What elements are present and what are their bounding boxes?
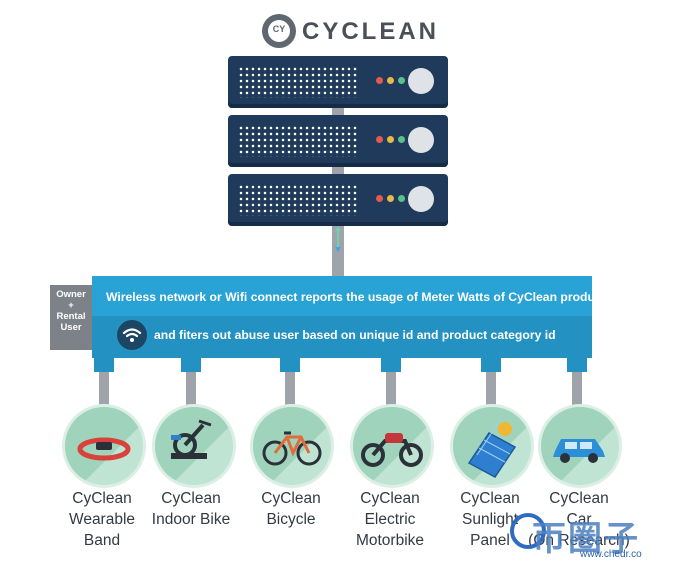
product-label-indoor-bike: CyClean Indoor Bike [136,488,246,530]
server-grille [238,66,358,98]
connector-6 [572,358,582,406]
label-line: CyClean [549,490,609,507]
product-label-solar-panel: CyClean Sunlight Panel [435,488,545,551]
connector-tab-6 [567,358,587,372]
product-circle-motorbike [350,404,434,488]
watermark-badge-icon [510,513,546,549]
server-grille [238,125,358,157]
rental-label: Rental [56,311,86,322]
connector-tab-1 [94,358,114,372]
product-circle-wearable [62,404,146,488]
server-unit-3 [228,174,448,226]
bidirectional-arrow-icon [335,226,341,252]
owner-label: Owner [56,289,86,300]
led-green-icon [398,195,405,202]
logo-mark-text: CY [272,24,286,34]
label-line: Electric [364,511,416,528]
car-icon [553,439,605,463]
label-line: Motorbike [355,532,425,549]
server-grille [238,184,358,216]
server-disk-icon [408,127,434,153]
logo-name: CYCLEAN [302,18,440,45]
connector-tab-5 [481,358,501,372]
label-line: Panel [470,532,510,549]
label-line: CyClean [72,490,132,507]
connector-tab-2 [181,358,201,372]
led-red-icon [376,136,383,143]
banner-text-line-1: Wireless network or Wifi connect reports… [106,290,616,304]
connector-1 [99,358,109,406]
cyclean-logo: CY CYCLEAN [262,14,436,50]
connector-3 [285,358,295,406]
server-unit-2 [228,115,448,167]
label-line: CyClean [161,490,221,507]
owner-rental-badge: Owner + Rental User [50,285,92,350]
plus-label: + [68,300,74,311]
network-banner-lower [92,316,592,358]
watermark-url: www.chedr.co [580,549,642,560]
motorbike-icon [361,433,423,467]
label-line: Sunlight [461,511,518,528]
product-label-car: CyClean Car (On Research) [524,488,634,551]
led-red-icon [376,195,383,202]
label-line: (On Research) [528,532,630,549]
led-yellow-icon [387,195,394,202]
label-line: Car [566,511,592,528]
label-line: Bicycle [266,511,316,528]
server-disk-icon [408,68,434,94]
label-line: CyClean [360,490,420,507]
connector-4 [386,358,396,406]
label-line: CyClean [261,490,321,507]
led-green-icon [398,136,405,143]
led-red-icon [376,77,383,84]
product-label-wearable: CyClean Wearable Band [47,488,157,551]
product-circle-solar-panel [450,404,534,488]
product-circle-bicycle [250,404,334,488]
solar-panel-icon [467,422,517,478]
watermark: 帀圏子 www.chedr.co [510,505,686,567]
watermark-text: 帀圏子 [532,520,640,558]
product-circle-indoor-bike [152,404,236,488]
label-line: Wearable [68,511,136,528]
indoor-bike-icon [171,419,212,459]
logo-mark-icon: CY [262,14,296,48]
led-yellow-icon [387,136,394,143]
label-line: CyClean [460,490,520,507]
product-label-bicycle: CyClean Bicycle [236,488,346,530]
wristband-icon [77,437,131,461]
server-disk-icon [408,186,434,212]
banner-text-line-2: and fiters out abuse user based on uniqu… [154,328,556,342]
connector-tab-4 [381,358,401,372]
label-line: Indoor Bike [151,511,231,528]
bicycle-icon [262,431,322,466]
connector-tab-3 [280,358,300,372]
connector-5 [486,358,496,406]
product-label-motorbike: CyClean Electric Motorbike [335,488,445,551]
user-label: User [60,322,82,333]
connector-2 [186,358,196,406]
product-circle-car [538,404,622,488]
wifi-icon [117,320,147,350]
label-line: Band [83,532,121,549]
led-yellow-icon [387,77,394,84]
led-green-icon [398,77,405,84]
server-unit-1 [228,56,448,108]
